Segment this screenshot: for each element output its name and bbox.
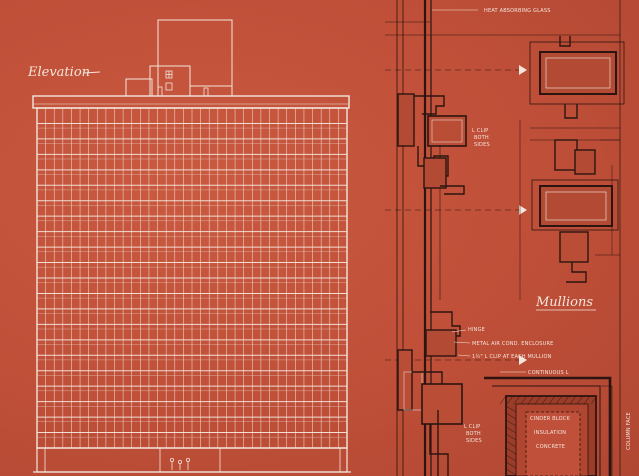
label-insulation: INSULATION <box>534 430 566 436</box>
label-clip-each-mullion: 1½" L CLIP AT EACH MULLION <box>472 353 552 360</box>
section-head <box>397 93 467 195</box>
label-hinge: HINGE <box>468 327 485 333</box>
label-l-clip-lower-1: L CLIP <box>464 424 480 430</box>
column-corner-detail <box>484 376 613 476</box>
label-enclosure: METAL AIR COND. ENCLOSURE <box>472 341 554 347</box>
ground-floor-details <box>44 448 341 472</box>
label-heat-glass: HEAT ABSORBING GLASS <box>484 8 551 14</box>
label-l-clip-lower-2: BOTH <box>466 431 481 437</box>
label-column-face: COLUMN FACE <box>626 412 632 450</box>
mullion-plan-middle <box>531 139 619 283</box>
label-continuous-l: CONTINUOUS L <box>528 370 569 376</box>
label-l-clip-upper-2: BOTH <box>474 135 489 141</box>
label-l-clip-upper-3: SIDES <box>474 142 490 148</box>
label-concrete: CONCRETE <box>536 444 565 450</box>
elevation-title: Elevation <box>27 65 90 80</box>
section-sill <box>397 311 463 476</box>
masonry-hatch <box>499 395 598 476</box>
window-grid <box>37 108 347 448</box>
mullions-title: Mullions <box>535 295 593 310</box>
label-l-clip-lower-3: SIDES <box>466 438 482 444</box>
label-cinder-block: CINDER BLOCK <box>530 416 570 422</box>
mullion-plan-top <box>529 36 625 119</box>
label-l-clip-upper-1: L CLIP <box>472 128 488 134</box>
